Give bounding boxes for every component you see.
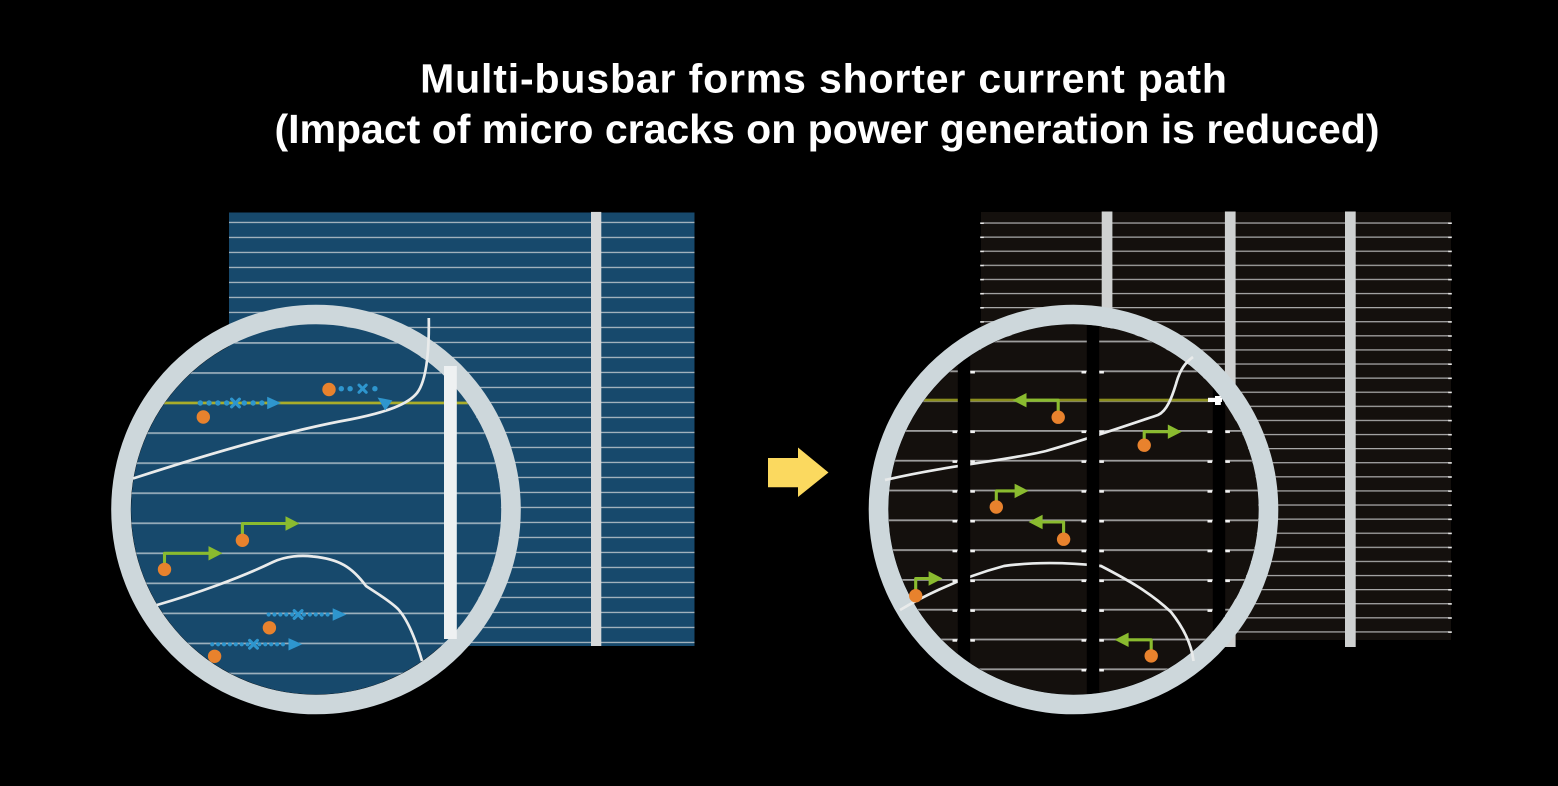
svg-text:(Impact of micro cracks on pow: (Impact of micro cracks on power generat…: [275, 106, 1380, 152]
svg-text:Multi-busbar forms shorter cur: Multi-busbar forms shorter current path: [420, 56, 1228, 102]
